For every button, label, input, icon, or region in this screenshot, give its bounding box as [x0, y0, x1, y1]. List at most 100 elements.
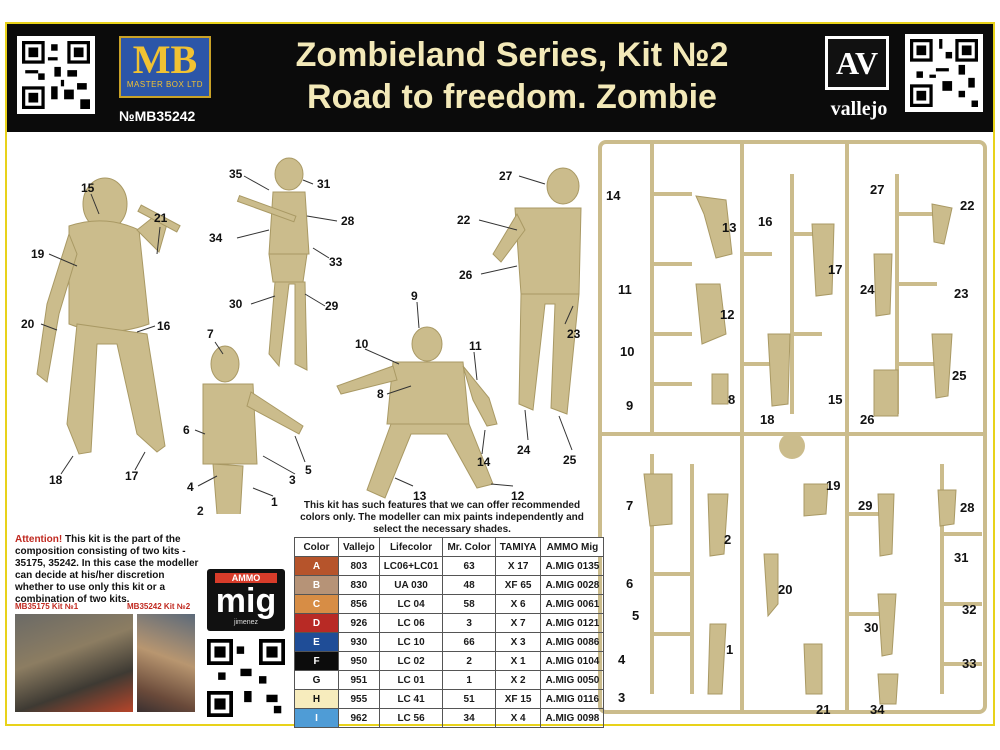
lifecolor-code: LC 10	[378, 632, 444, 652]
center-zombie-arm-left	[336, 365, 398, 395]
part-label-31: 31	[954, 550, 968, 565]
part-2-shape	[707, 493, 729, 557]
part-label-34: 34	[870, 702, 885, 717]
col-vallejo: Vallejo	[338, 537, 380, 557]
lifecolor-code: LC 56	[378, 708, 444, 728]
callout-20: 20	[21, 317, 35, 331]
part-24-shape	[873, 253, 893, 317]
part-label-11: 11	[618, 282, 632, 297]
color-swatch: H	[294, 689, 339, 709]
ammo-code: A.MIG 0098	[540, 708, 605, 728]
part-label-16: 16	[758, 214, 772, 229]
part-label-25: 25	[952, 368, 966, 383]
sprue-drawing: 13 12 18 16 17 24 27 22 23 25 15 26 8 14…	[598, 140, 987, 717]
callout-22: 22	[457, 213, 471, 227]
tall-zombie-legs	[518, 293, 580, 415]
lifecolor-code: UA 030	[378, 575, 444, 595]
part-label-30: 30	[864, 620, 878, 635]
part-label-33: 33	[962, 656, 976, 671]
hair-zombie-legs	[212, 463, 244, 514]
col-tamiya: TAMIYA	[494, 537, 542, 557]
tall-zombie-torso	[514, 207, 582, 295]
hair-zombie-head	[210, 345, 240, 383]
part-17-shape	[811, 223, 835, 297]
mrcolor-code: 2	[442, 651, 496, 671]
page-title: Zombieland Series, Kit №2 Road to freedo…	[217, 34, 807, 118]
mrcolor-code: 51	[442, 689, 496, 709]
center-zombie-torso	[386, 361, 470, 425]
callout-34: 34	[209, 231, 223, 245]
part-1-shape	[707, 623, 727, 695]
lifecolor-code: LC 06	[378, 613, 444, 633]
part-22-shape	[931, 203, 953, 245]
tall-zombie-arm	[492, 212, 526, 263]
vallejo-code: 955	[338, 689, 380, 709]
qr-code-right[interactable]	[905, 34, 983, 112]
color-swatch: D	[294, 613, 339, 633]
qr-code-left[interactable]	[17, 36, 95, 114]
big-zombie-club	[137, 204, 181, 233]
color-swatch: C	[294, 594, 339, 614]
tamiya-code: X 2	[494, 670, 542, 690]
vallejo-code: 950	[338, 651, 380, 671]
color-swatch: E	[294, 632, 339, 652]
part-30-shape	[877, 593, 897, 657]
vallejo-av-logo: AV	[825, 36, 889, 90]
vallejo-code: 930	[338, 632, 380, 652]
big-zombie-legs	[66, 323, 166, 455]
qr-code-bottom[interactable]	[207, 639, 285, 717]
kit-code: №MB35242	[119, 108, 196, 124]
lifecolor-code: LC 02	[378, 651, 444, 671]
kit-1-photo	[15, 614, 133, 712]
tamiya-code: X 4	[494, 708, 542, 728]
tall-zombie-head	[546, 167, 580, 205]
callout-24: 24	[517, 443, 531, 457]
color-swatch: A	[294, 556, 339, 576]
callout-5: 5	[305, 463, 312, 477]
callout-18: 18	[49, 473, 63, 487]
part-label-29: 29	[858, 498, 872, 513]
sprue-frame	[598, 140, 987, 714]
callout-29: 29	[325, 299, 339, 313]
mrcolor-code: 48	[442, 575, 496, 595]
tamiya-code: X 17	[494, 556, 542, 576]
vallejo-av-logo-text: AV	[828, 39, 886, 87]
callout-4: 4	[187, 480, 194, 494]
ammo-mig-logo: AMMO mig jimenez	[207, 569, 285, 631]
part-label-27: 27	[870, 182, 884, 197]
part-label-8: 8	[728, 392, 735, 407]
part-29-shape	[877, 493, 895, 557]
vallejo-code: 856	[338, 594, 380, 614]
part-label-21: 21	[816, 702, 830, 717]
part-label-10: 10	[620, 344, 634, 359]
attention-note: Attention! This kit is the part of the c…	[15, 534, 205, 606]
center-zombie-head	[411, 326, 443, 362]
part-label-2: 2	[724, 532, 731, 547]
hair-zombie-arm	[246, 391, 304, 435]
color-swatch: I	[294, 708, 339, 728]
part-label-18: 18	[760, 412, 774, 427]
parts-sprue: 13 12 18 16 17 24 27 22 23 25 15 26 8 14…	[592, 134, 993, 724]
color-swatch: G	[294, 670, 339, 690]
callout-12: 12	[511, 489, 525, 503]
part-label-22: 22	[960, 198, 974, 213]
part-19-shape	[803, 483, 829, 517]
callout-21: 21	[154, 211, 168, 225]
vallejo-code: 803	[338, 556, 380, 576]
part-26-shape	[873, 369, 899, 417]
color-swatch: B	[294, 575, 339, 595]
ammo-code: A.MIG 0050	[540, 670, 605, 690]
big-zombie-arm-left	[36, 232, 78, 383]
part-label-28: 28	[960, 500, 974, 515]
callout-17: 17	[125, 469, 139, 483]
vallejo-code: 926	[338, 613, 380, 633]
part-21-shape	[803, 643, 823, 695]
color-swatch: F	[294, 651, 339, 671]
part-label-15: 15	[828, 392, 842, 407]
col-ammo: AMMO Mig	[540, 537, 605, 557]
